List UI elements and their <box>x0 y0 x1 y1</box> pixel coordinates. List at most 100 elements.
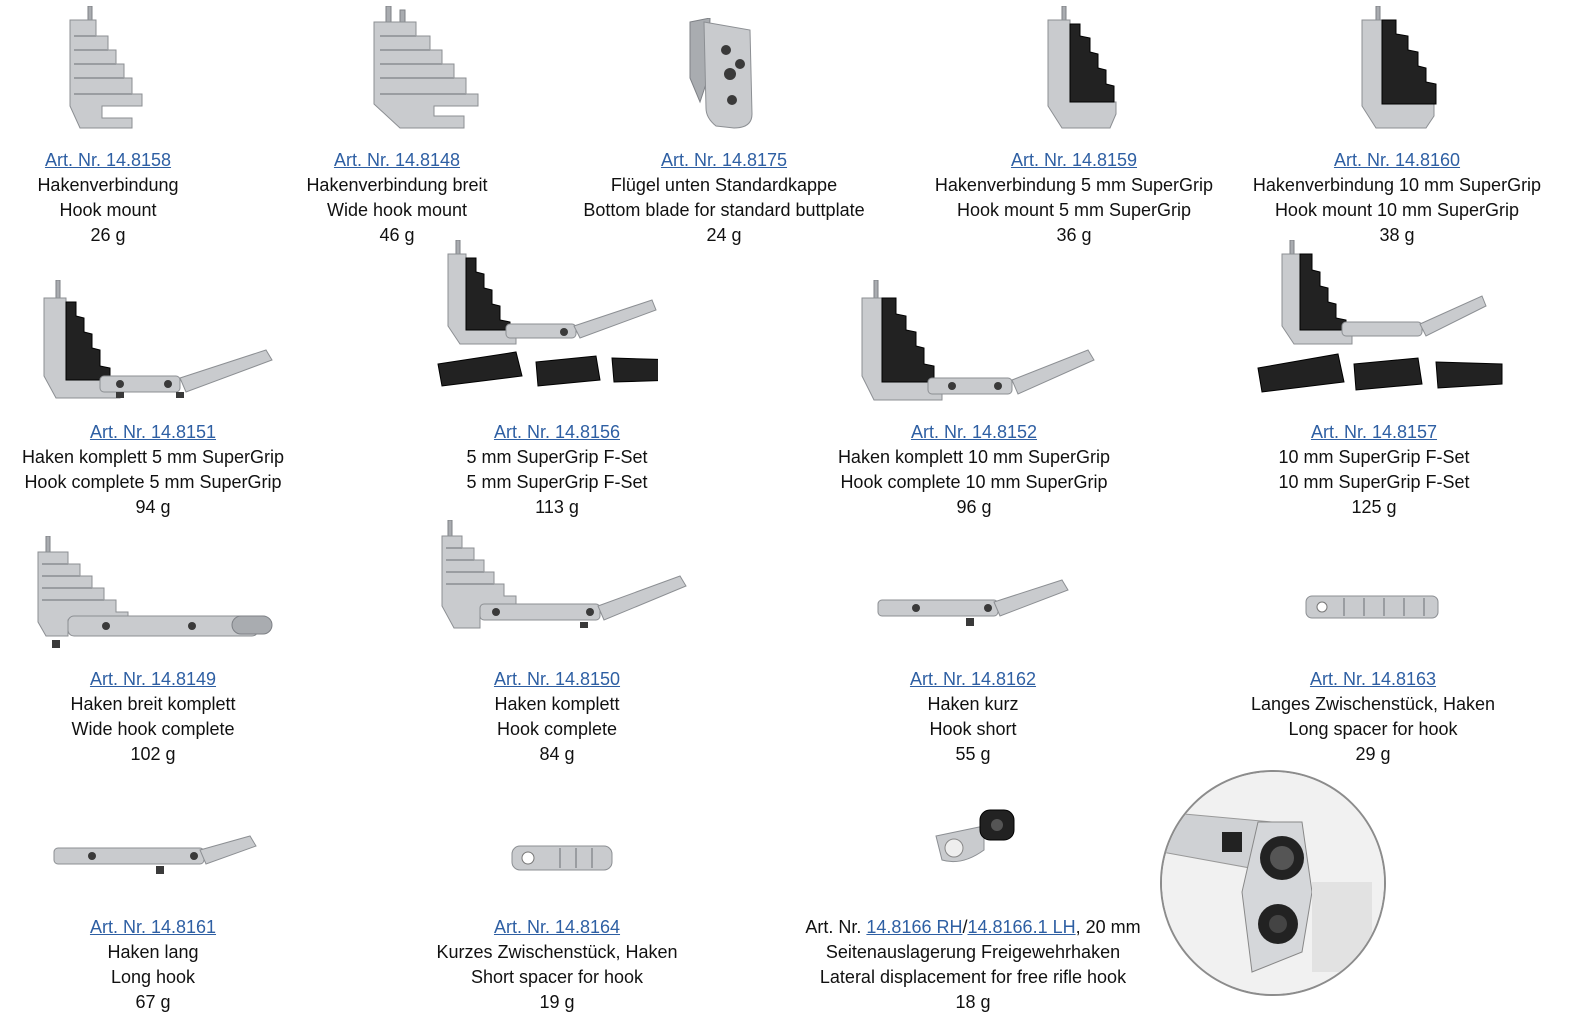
product-weight: 125 g <box>1351 497 1397 517</box>
product-name-de: Haken komplett 10 mm SuperGrip <box>837 447 1111 467</box>
long-hook-icon <box>53 835 257 874</box>
product-weight: 96 g <box>956 497 992 517</box>
article-number-link[interactable]: Art. Nr. 14.8159 <box>1010 150 1138 170</box>
product-card: Art. Nr. 14.8152 Haken komplett 10 mm Su… <box>819 420 1129 520</box>
product-weight: 94 g <box>135 497 171 517</box>
product-name-en: Long spacer for hook <box>1288 719 1458 739</box>
product-weight: 19 g <box>539 992 575 1012</box>
article-number-link[interactable]: Art. Nr. 14.8162 <box>909 669 1037 689</box>
product-name-en: 10 mm SuperGrip F-Set <box>1278 472 1470 492</box>
article-link-rh[interactable]: 14.8166 RH <box>866 917 963 937</box>
article-number-line: Art. Nr. 14.8166 RH/14.8166.1 LH, 20 mm <box>783 915 1163 940</box>
product-card: Art. Nr. 14.8163 Langes Zwischenstück, H… <box>1228 667 1518 767</box>
product-card: Art. Nr. 14.8161 Haken lang Long hook 67… <box>33 915 273 1015</box>
product-name-de: Hakenverbindung 10 mm SuperGrip <box>1252 175 1542 195</box>
product-weight: 36 g <box>1056 225 1092 245</box>
product-name-de: Seitenauslagerung Freigewehrhaken <box>825 942 1121 962</box>
article-number-link[interactable]: Art. Nr. 14.8148 <box>333 150 461 170</box>
article-number-link[interactable]: Art. Nr. 14.8160 <box>1333 150 1461 170</box>
article-separator: / <box>962 917 968 937</box>
product-name-en: Hook complete 5 mm SuperGrip <box>24 472 282 492</box>
product-name-en: Bottom blade for standard buttplate <box>583 200 865 220</box>
product-name-de: Haken komplett 5 mm SuperGrip <box>21 447 285 467</box>
hook-mount-supergrip-10-icon <box>1361 6 1437 129</box>
article-number-link[interactable]: Art. Nr. 14.8175 <box>660 150 788 170</box>
product-name-de: Hakenverbindung <box>37 175 179 195</box>
article-number-link[interactable]: Art. Nr. 14.8151 <box>89 422 217 442</box>
product-name-en: Hook short <box>929 719 1017 739</box>
hook-complete-supergrip-10-icon <box>861 280 1095 401</box>
product-card: Art. Nr. 14.8160 Hakenverbindung 10 mm S… <box>1237 148 1557 248</box>
product-weight: 24 g <box>706 225 742 245</box>
product-weight: 29 g <box>1355 744 1391 764</box>
article-link-lh[interactable]: 14.8166.1 LH <box>967 917 1076 937</box>
product-card: Art. Nr. 14.8158 Hakenverbindung Hook mo… <box>8 148 208 248</box>
detail-view-icon <box>1162 772 1384 994</box>
bottom-blade-icon <box>689 18 753 129</box>
product-weight: 18 g <box>955 992 991 1012</box>
product-name-en: 5 mm SuperGrip F-Set <box>466 472 648 492</box>
article-suffix: , 20 mm <box>1075 917 1141 937</box>
product-name-en: Long hook <box>110 967 196 987</box>
product-card: Art. Nr. 14.8150 Haken komplett Hook com… <box>437 667 677 767</box>
article-number-link[interactable]: Art. Nr. 14.8161 <box>89 917 217 937</box>
article-prefix: Art. Nr. <box>805 917 867 937</box>
product-name-de: Haken komplett <box>494 694 620 714</box>
product-name-en: Lateral displacement for free rifle hook <box>819 967 1127 987</box>
product-card: Art. Nr. 14.8148 Hakenverbindung breit W… <box>277 148 517 248</box>
product-name-de: 5 mm SuperGrip F-Set <box>466 447 648 467</box>
article-number-link[interactable]: Art. Nr. 14.8157 <box>1310 422 1438 442</box>
article-number-link[interactable]: Art. Nr. 14.8152 <box>910 422 1038 442</box>
lateral-displacement-icon <box>935 809 1015 863</box>
product-name-de: Haken lang <box>107 942 199 962</box>
product-weight: 38 g <box>1379 225 1415 245</box>
product-weight: 55 g <box>955 744 991 764</box>
hook-mount-icon <box>69 6 143 129</box>
product-card: Art. Nr. 14.8162 Haken kurz Hook short 5… <box>853 667 1093 767</box>
article-number-link[interactable]: Art. Nr. 14.8158 <box>44 150 172 170</box>
product-name-de: Langes Zwischenstück, Haken <box>1250 694 1496 714</box>
product-name-en: Hook complete 10 mm SuperGrip <box>840 472 1108 492</box>
product-name-de: Hakenverbindung breit <box>306 175 488 195</box>
product-name-en: Hook mount <box>59 200 157 220</box>
product-name-en: Hook mount 5 mm SuperGrip <box>956 200 1192 220</box>
wide-hook-complete-icon <box>37 536 273 648</box>
product-name-en: Hook mount 10 mm SuperGrip <box>1274 200 1520 220</box>
hook-complete-icon <box>441 520 687 629</box>
product-name-en: Short spacer for hook <box>470 967 644 987</box>
article-number-link[interactable]: Art. Nr. 14.8150 <box>493 669 621 689</box>
long-spacer-icon <box>1305 595 1439 619</box>
product-name-de: Haken kurz <box>927 694 1019 714</box>
product-card: Art. Nr. 14.8175 Flügel unten Standardka… <box>564 148 884 248</box>
hook-complete-supergrip-icon <box>43 280 273 399</box>
product-name-en: Wide hook mount <box>326 200 468 220</box>
product-weight: 46 g <box>379 225 415 245</box>
article-number-link[interactable]: Art. Nr. 14.8164 <box>493 917 621 937</box>
product-card: Art. Nr. 14.8151 Haken komplett 5 mm Sup… <box>3 420 303 520</box>
product-weight: 102 g <box>130 744 176 764</box>
detail-magnifier <box>1160 770 1386 996</box>
supergrip-set-10-icon <box>1257 240 1503 393</box>
supergrip-set-icon <box>437 240 658 387</box>
article-number-link[interactable]: Art. Nr. 14.8156 <box>493 422 621 442</box>
hook-mount-supergrip-icon <box>1047 6 1117 129</box>
product-card-lateral: Art. Nr. 14.8166 RH/14.8166.1 LH, 20 mm … <box>783 915 1163 1015</box>
product-name-de: 10 mm SuperGrip F-Set <box>1278 447 1470 467</box>
product-name-de: Flügel unten Standardkappe <box>610 175 838 195</box>
product-weight: 26 g <box>90 225 126 245</box>
product-weight: 84 g <box>539 744 575 764</box>
product-card: Art. Nr. 14.8149 Haken breit komplett Wi… <box>23 667 283 767</box>
product-name-en: Wide hook complete <box>71 719 235 739</box>
product-weight: 67 g <box>135 992 171 1012</box>
product-name-en: Hook complete <box>496 719 618 739</box>
product-card: Art. Nr. 14.8159 Hakenverbindung 5 mm Su… <box>904 148 1244 248</box>
hook-short-icon <box>877 579 1069 626</box>
article-number-link[interactable]: Art. Nr. 14.8163 <box>1309 669 1437 689</box>
product-card: Art. Nr. 14.8156 5 mm SuperGrip F-Set 5 … <box>427 420 687 520</box>
product-card: Art. Nr. 14.8157 10 mm SuperGrip F-Set 1… <box>1244 420 1504 520</box>
product-weight: 113 g <box>535 497 579 517</box>
wide-hook-mount-icon <box>373 6 479 129</box>
product-name-de: Haken breit komplett <box>70 694 236 714</box>
article-number-link[interactable]: Art. Nr. 14.8149 <box>89 669 217 689</box>
short-spacer-icon <box>511 845 613 871</box>
